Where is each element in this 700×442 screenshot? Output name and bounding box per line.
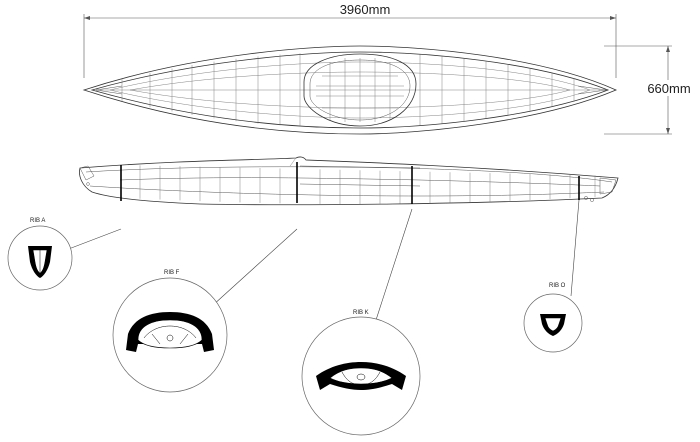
side-view <box>79 156 619 206</box>
length-dimension: 3960mm <box>83 2 617 78</box>
width-dimension: 660mm <box>604 45 694 135</box>
rib-k-detail: RIB K <box>301 310 421 436</box>
length-label: 3960mm <box>340 2 391 17</box>
rib-a-label: RIB A <box>30 218 45 224</box>
plan-view <box>82 45 618 135</box>
rib-markers <box>120 162 580 204</box>
leader-lines <box>65 199 580 321</box>
plan-ribs <box>121 53 575 127</box>
rib-f-label: RIB F <box>164 270 180 276</box>
rib-f-detail: RIB F <box>112 270 228 393</box>
rib-o-detail: RIB O <box>523 283 583 353</box>
rib-o-label: RIB O <box>549 283 566 289</box>
side-cockpit <box>299 165 421 187</box>
width-label: 660mm <box>647 81 690 96</box>
rib-a-detail: RIB A <box>7 218 73 291</box>
side-ribs <box>139 165 596 204</box>
rib-k-label: RIB K <box>353 310 369 316</box>
